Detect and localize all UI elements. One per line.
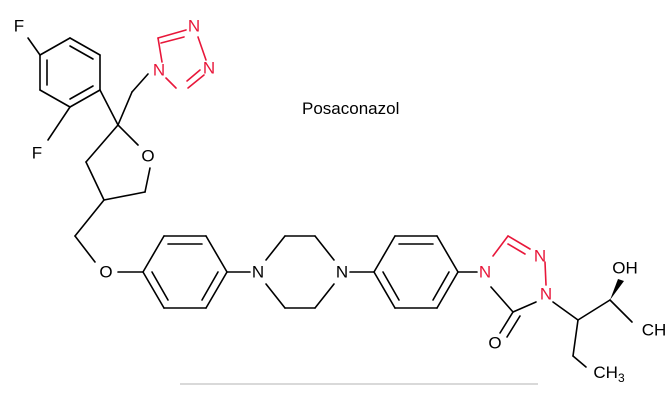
bond-c-f-top bbox=[27, 37, 41, 56]
bond-aryl-quat bbox=[99, 89, 119, 126]
atom-f-left: F bbox=[32, 144, 42, 163]
phenyl-ring-right bbox=[373, 235, 459, 309]
bond-ch-choh bbox=[577, 299, 611, 321]
phenyl-ring-left bbox=[142, 235, 228, 309]
bond-quat-ch2 bbox=[117, 91, 133, 126]
atom-carbonyl-o: O bbox=[488, 334, 501, 353]
triazole-ring-top bbox=[157, 29, 207, 89]
atom-triazolone-n1: N bbox=[540, 285, 552, 304]
atom-triazole-n3: N bbox=[203, 59, 215, 78]
atom-f-top: F bbox=[14, 17, 24, 36]
ethyl-subscript: 3 bbox=[618, 371, 625, 385]
difluorophenyl-ring bbox=[39, 37, 101, 108]
bond-ch2-o bbox=[74, 235, 96, 263]
bond-thf-ch2 bbox=[74, 199, 105, 237]
piperazine-ring bbox=[265, 235, 335, 309]
ethyl-ch-text: CH bbox=[593, 363, 618, 382]
wedge-bond-oh bbox=[610, 279, 624, 300]
baseline-bar bbox=[180, 383, 538, 385]
bond-n-ch bbox=[552, 301, 579, 321]
triazolone-ring bbox=[490, 235, 547, 313]
bond-carbonyl-1 bbox=[499, 311, 514, 334]
bond-ch2-ch3 bbox=[572, 355, 587, 368]
compound-name: Posaconazol bbox=[302, 99, 399, 118]
atom-triazole-n2: N bbox=[188, 17, 200, 36]
atom-hydroxyl: OH bbox=[612, 259, 638, 278]
atom-methyl-ch: CH bbox=[642, 321, 666, 340]
atom-triazolone-n4: N bbox=[479, 263, 491, 282]
tetrahydrofuran-ring bbox=[85, 124, 151, 201]
bond-choh-ch3 bbox=[609, 299, 633, 323]
atom-ethyl-ch3: CH3 bbox=[593, 363, 625, 386]
atom-ether-o: O bbox=[99, 263, 112, 282]
bond-c-f-left bbox=[47, 106, 71, 141]
bond-carbonyl-2 bbox=[506, 315, 521, 338]
bond-ch2-n bbox=[131, 73, 149, 93]
atom-thf-o: O bbox=[141, 147, 154, 166]
atom-triazolone-n2: N bbox=[534, 247, 546, 266]
atom-piperazine-n1: N bbox=[252, 263, 264, 282]
atom-triazole-n1: N bbox=[153, 61, 165, 80]
atom-piperazine-n2: N bbox=[336, 263, 348, 282]
bond-ch-ch2 bbox=[572, 319, 579, 357]
